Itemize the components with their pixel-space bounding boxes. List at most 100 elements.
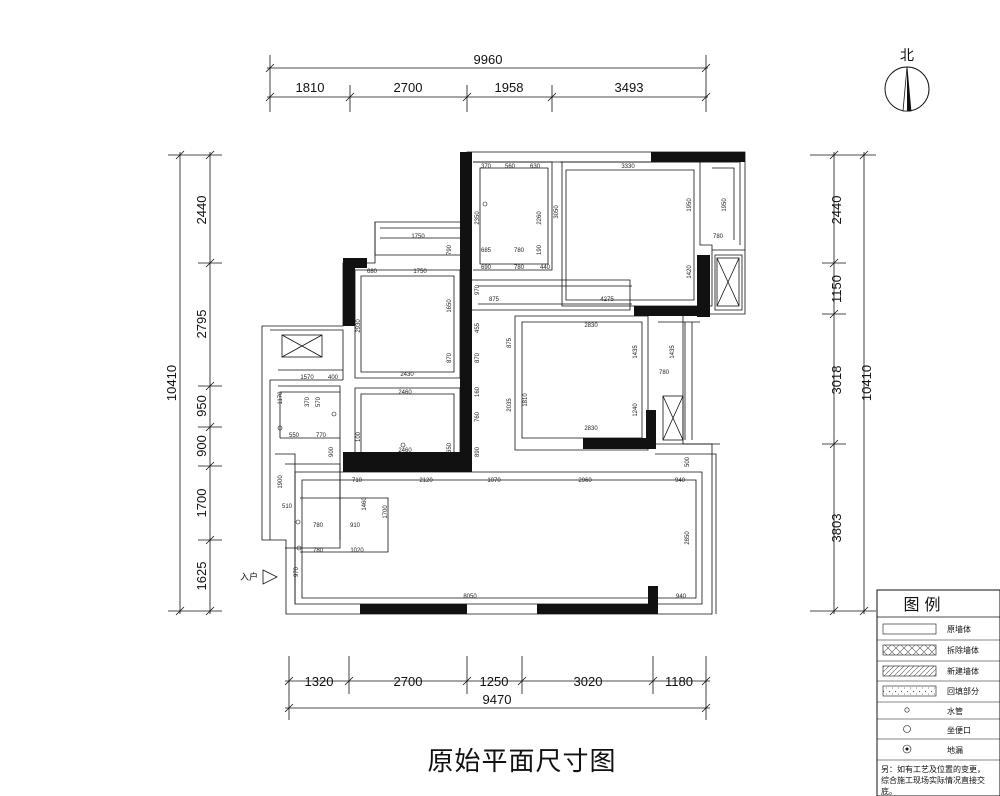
left-total-dim: 10410 (164, 365, 179, 401)
bottom-dim-4: 3020 (574, 674, 603, 689)
room-dim: 940 (676, 594, 687, 600)
top-dim-2: 2700 (394, 80, 423, 95)
room-dim: 2850 (685, 531, 691, 545)
room-dim: 780 (659, 370, 670, 376)
left-dim-6: 1625 (194, 562, 209, 591)
left-dim-5: 1700 (194, 489, 209, 518)
room-dim: 770 (316, 433, 327, 439)
room-dim: 875 (507, 337, 513, 348)
room-dimensions: 370 560 630 3330 2350 2260 3050 1950 195… (278, 164, 728, 600)
room-dim: 1950 (687, 198, 693, 212)
left-dim-3: 950 (194, 395, 209, 417)
room-dim: 630 (530, 164, 541, 170)
room-dim: 8050 (463, 594, 477, 600)
bottom-dim-5: 1180 (665, 674, 693, 689)
entrance-label: 入户 (240, 571, 258, 583)
room-dim: 1420 (687, 265, 693, 279)
room-dim: 650 (447, 442, 453, 453)
room-dim: 2830 (584, 323, 598, 329)
room-dim: 1070 (487, 478, 501, 484)
room-dim: 2960 (578, 478, 592, 484)
toilet-outlet-icon (903, 725, 911, 733)
right-dim-3: 3018 (829, 366, 844, 395)
room-dim: 4275 (600, 297, 614, 303)
room-dim: 760 (475, 411, 481, 422)
room-dim: 680 (367, 269, 378, 275)
room-dim: 1950 (722, 198, 728, 212)
fixture-marks (277, 201, 488, 551)
room-dim: 370 (305, 396, 311, 407)
room-dim: 870 (475, 352, 481, 363)
room-dim: 2350 (475, 211, 481, 225)
left-dim-4: 900 (194, 435, 209, 457)
room-dim: 2830 (584, 426, 598, 432)
room-dim: 560 (505, 164, 516, 170)
room-dim: 455 (475, 322, 481, 333)
room-dim: 940 (675, 478, 686, 484)
room-dim: 790 (447, 244, 453, 255)
room-dim: 2120 (419, 478, 433, 484)
room-dim: 1460 (362, 497, 368, 511)
room-dim: 510 (282, 504, 293, 510)
room-dim: 1435 (670, 345, 676, 359)
room-dim: 550 (289, 433, 300, 439)
top-dim-3: 1958 (495, 80, 524, 95)
room-dim: 570 (316, 396, 322, 407)
room-dim: 500 (685, 456, 691, 467)
room-dim: 400 (328, 375, 339, 381)
room-dim: 190 (537, 244, 543, 255)
room-dim: 690 (481, 265, 492, 271)
room-dim: 780 (713, 234, 724, 240)
room-dim: 1240 (633, 403, 639, 417)
room-dim: 1170 (278, 391, 284, 405)
legend-label: 回填部分 (947, 686, 979, 696)
right-dim-2: 1150 (829, 275, 844, 303)
legend-note: 另：如有工艺及位置的变更， (881, 764, 985, 774)
floor-drain-icon (902, 744, 912, 754)
bottom-dimensions (284, 656, 711, 720)
wall-outlines (261, 151, 746, 615)
room-dim: 875 (489, 297, 500, 303)
room-dim: 1020 (350, 548, 364, 554)
room-dim: 440 (540, 265, 551, 271)
window-boxes (281, 257, 740, 441)
legend-note: 底。 (881, 786, 897, 796)
legend-label: 坐便口 (947, 725, 971, 735)
legend-title: 图 例 (903, 595, 940, 614)
room-dim: 1570 (300, 375, 314, 381)
room-dim: 1750 (413, 269, 427, 275)
room-dim: 890 (475, 446, 481, 457)
room-dim: 2430 (400, 372, 414, 378)
right-dim-4: 3803 (829, 514, 844, 543)
room-dim: 3050 (554, 205, 560, 219)
room-dim: 2460 (398, 390, 412, 396)
room-dim: 1435 (633, 345, 639, 359)
room-dim: 1810 (523, 393, 529, 407)
room-dim: 900 (329, 446, 335, 457)
legend-note: 综合施工现场实际情况直接交 (881, 775, 985, 785)
left-dimensions (168, 150, 222, 616)
bottom-total-dim: 9470 (483, 692, 512, 707)
legend-swatch-hatch (882, 665, 937, 677)
room-dim: 1650 (447, 299, 453, 313)
legend-label: 原墙体 (947, 624, 971, 634)
room-dim: 910 (350, 523, 361, 529)
legend-label: 地漏 (947, 745, 963, 755)
room-dim: 780 (313, 523, 324, 529)
entrance-arrow-icon (262, 569, 278, 585)
room-dim: 1900 (278, 475, 284, 489)
north-arrow-icon (884, 66, 930, 112)
room-dim: 710 (352, 478, 363, 484)
drawing-title: 原始平面尺寸图 (427, 747, 616, 777)
room-dim: 870 (447, 352, 453, 363)
room-dim: 2930 (356, 319, 362, 333)
room-dim: 1750 (411, 234, 425, 240)
legend-label: 水管 (947, 706, 963, 716)
room-dim: 780 (514, 248, 525, 254)
top-dim-4: 3493 (615, 80, 644, 95)
structural-walls (343, 152, 745, 614)
bottom-dim-1: 1320 (305, 674, 334, 689)
legend-swatch-cross (882, 644, 937, 656)
room-dim: 780 (313, 548, 324, 554)
room-dim: 160 (475, 386, 481, 397)
